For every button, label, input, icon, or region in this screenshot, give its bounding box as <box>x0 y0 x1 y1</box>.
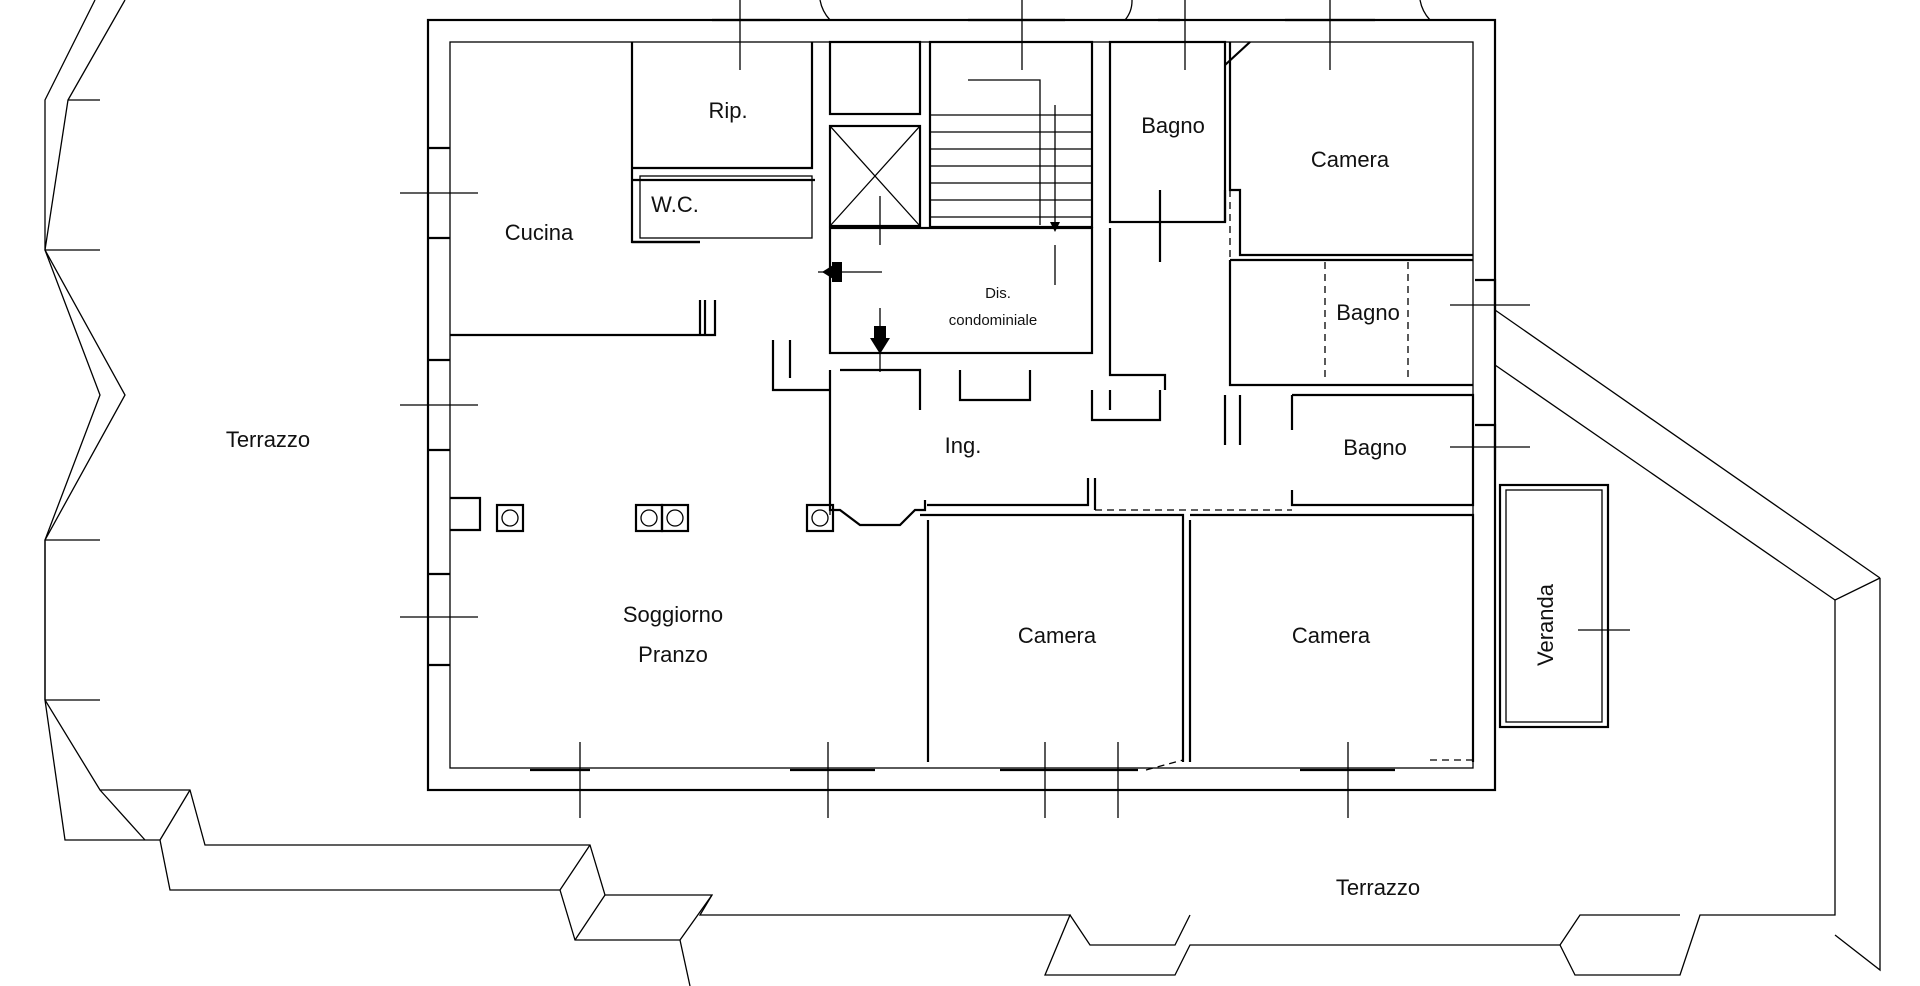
wc-label: W.C. <box>651 192 699 217</box>
terrace-parapet <box>44 0 1881 986</box>
bedroom-s1-label: Camera <box>1018 623 1097 648</box>
kitchen-label: Cucina <box>505 220 574 245</box>
bedroom-s2-label: Camera <box>1292 623 1371 648</box>
living-label-line1: Soggiorno <box>623 602 723 627</box>
terrace-west-label: Terrazzo <box>226 427 310 452</box>
storage-label: Rip. <box>708 98 747 123</box>
flues <box>495 503 835 533</box>
outer-walls <box>426 18 1497 792</box>
entrance-label: Ing. <box>945 433 982 458</box>
living-label-line2: Pranzo <box>638 642 708 667</box>
bath-low-label: Bagno <box>1343 435 1407 460</box>
veranda <box>1498 483 1630 729</box>
arrows <box>818 105 1060 372</box>
terrace-south-label: Terrazzo <box>1336 875 1420 900</box>
room-labels: Terrazzo Terrazzo Cucina Rip. W.C. Bagno… <box>226 98 1558 900</box>
bedroom-ne-label: Camera <box>1311 147 1390 172</box>
windows <box>400 0 1530 818</box>
bath-top-label: Bagno <box>1141 113 1205 138</box>
landing-label-line1: Dis. <box>985 285 1011 302</box>
landing-label-line2: condominiale <box>949 312 1037 329</box>
bath-mid-label: Bagno <box>1336 300 1400 325</box>
veranda-label: Veranda <box>1533 583 1558 666</box>
interior-walls <box>450 40 1475 771</box>
